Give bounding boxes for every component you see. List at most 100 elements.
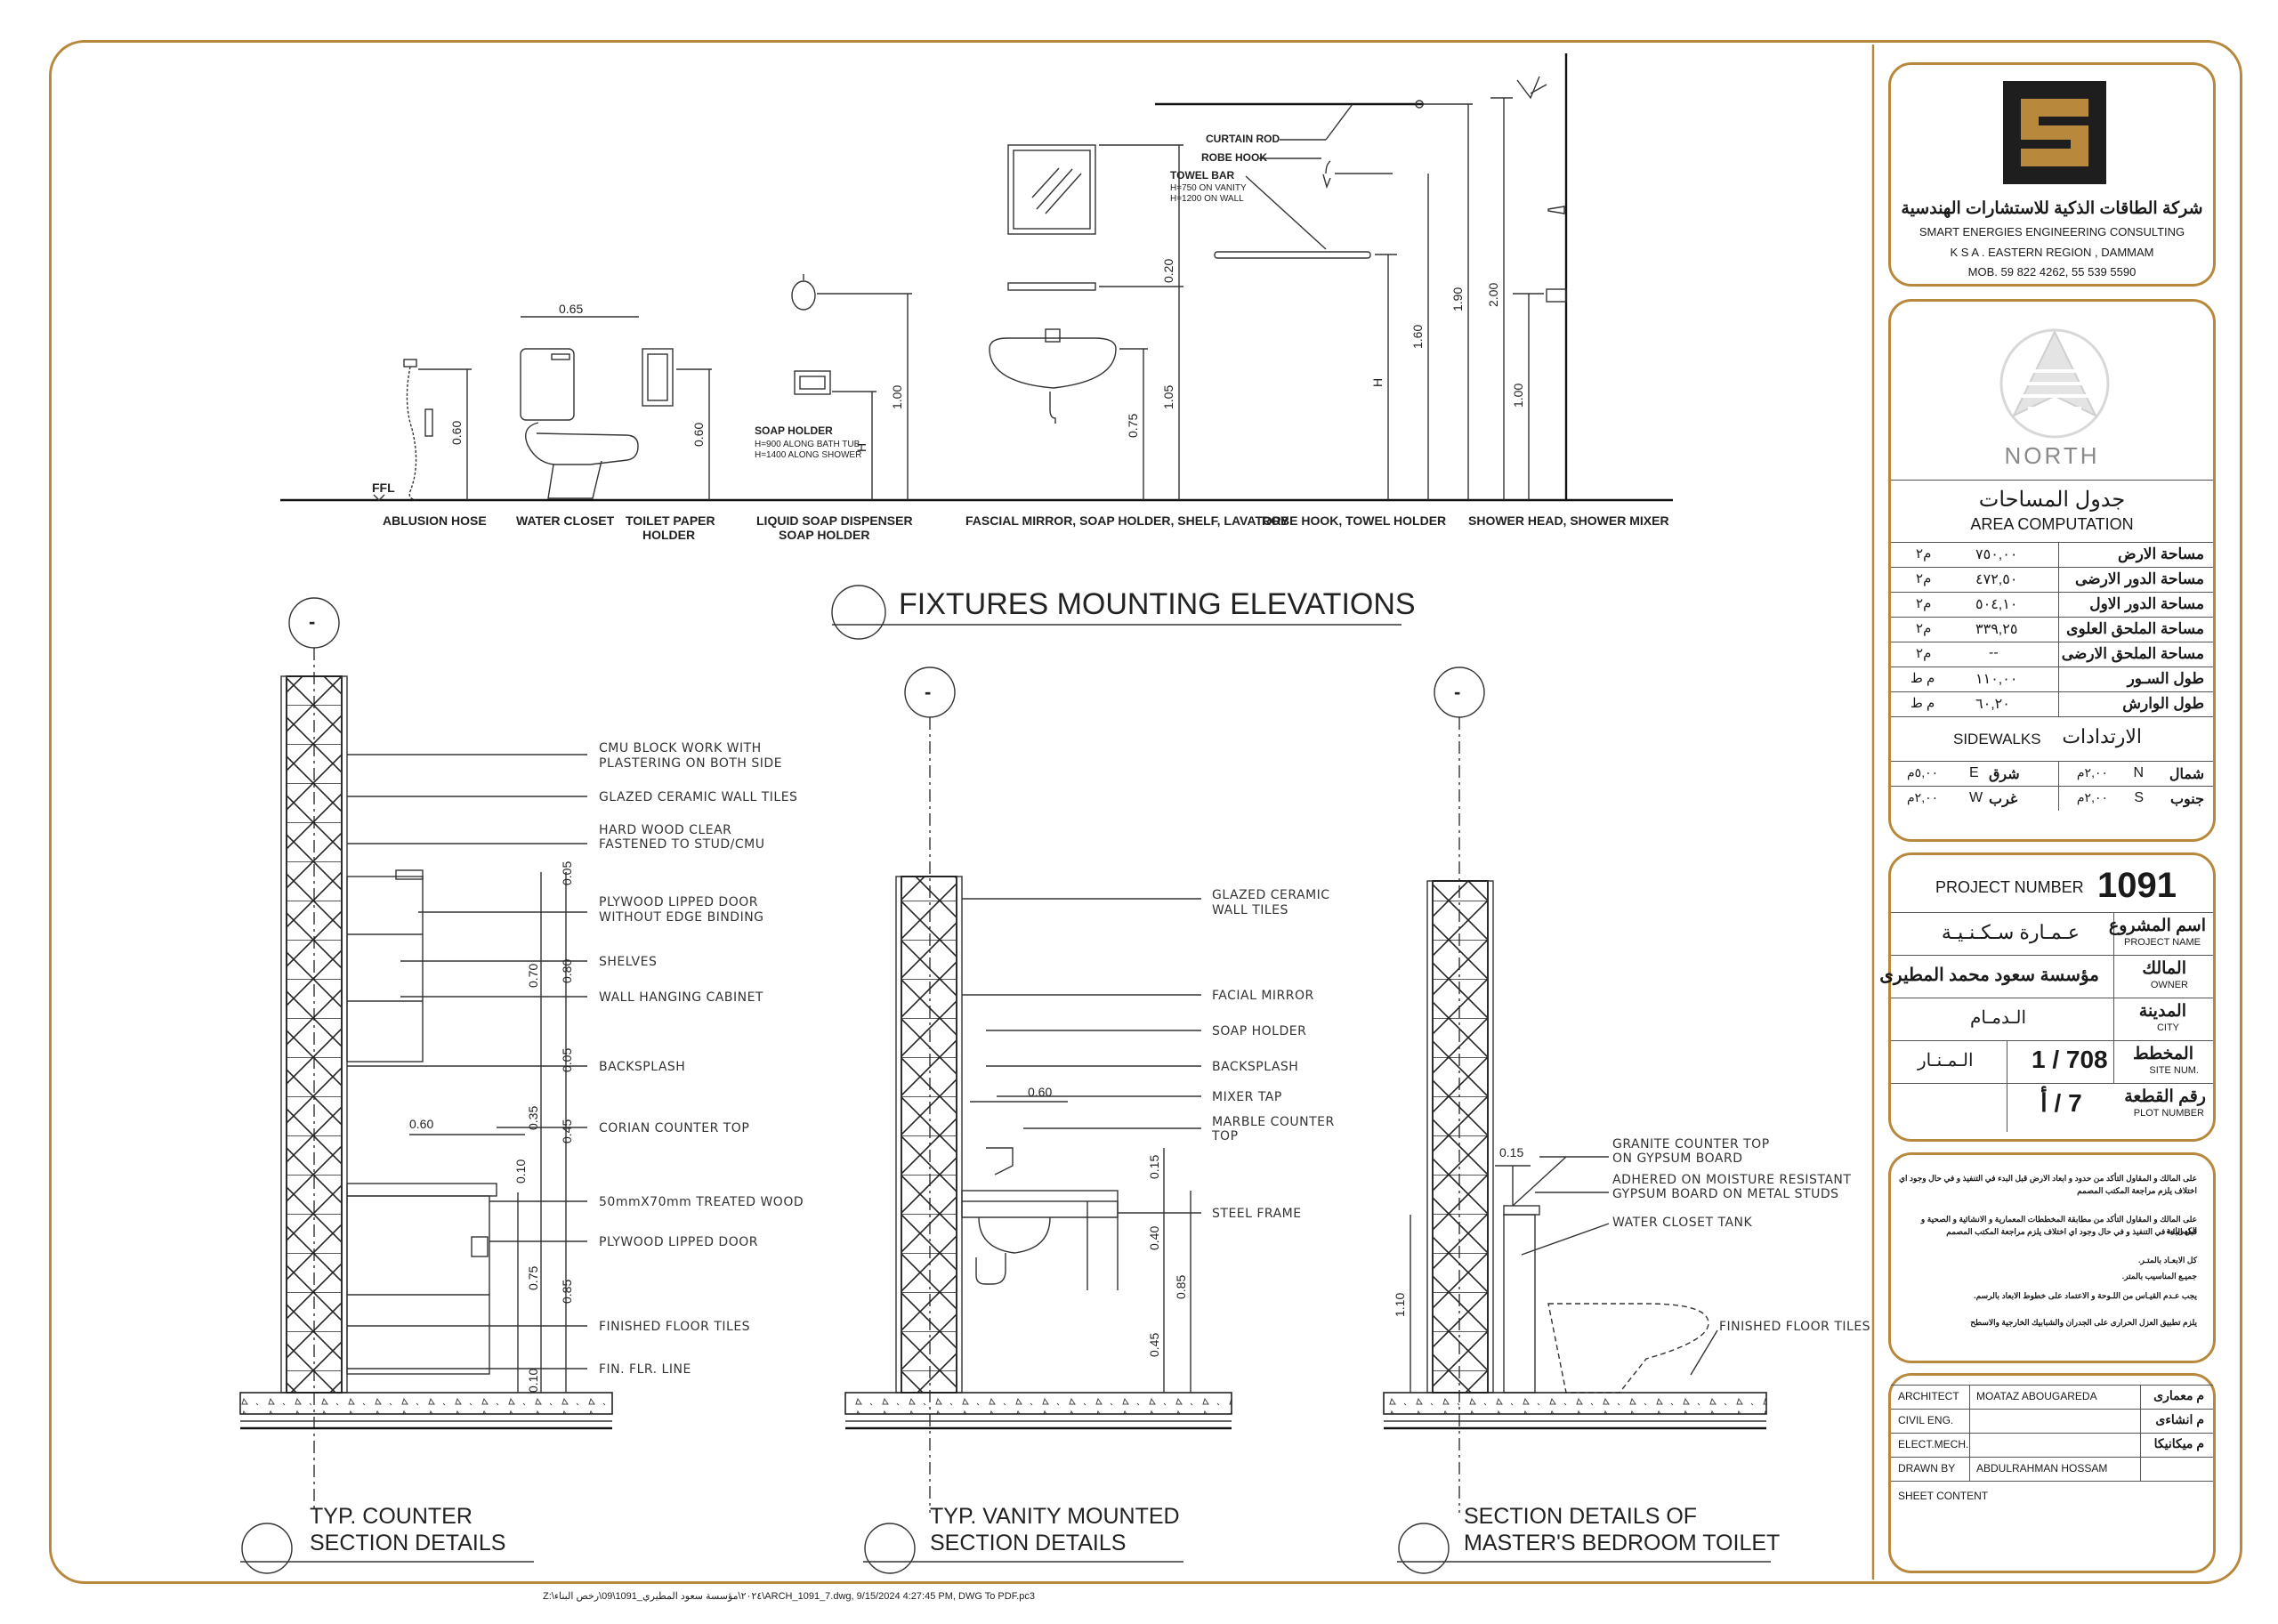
sidewalks-table: شمال N ٢,٠٠م شرق E ٥,٠٠م جنوب S ٢,٠٠م غر… [1891, 761, 2213, 811]
label-shower: SHOWER HEAD, SHOWER MIXER [1468, 513, 1669, 528]
soap-dispenser-icon [791, 280, 816, 311]
staff-row: ARCHITECT MOATAZ ABOUGAREDA م معمارى [1898, 1388, 2204, 1402]
project-number: 1091 [2097, 866, 2177, 905]
svg-text:PLYWOOD LIPPED DOOR: PLYWOOD LIPPED DOOR [599, 895, 758, 909]
svg-text:0.75: 0.75 [526, 1266, 540, 1290]
label-ablusion-hose: ABLUSION HOSE [383, 513, 487, 528]
plot-en: PLOT NUMBER [2133, 1108, 2204, 1119]
svg-text:0.85: 0.85 [560, 1280, 574, 1304]
note-4: جميـع المناسيب بالمتر. [2121, 1272, 2197, 1281]
counter-dimensions: 0.05 0.70 0.80 0.05 0.35 0.45 0.10 0.75 … [409, 861, 574, 1393]
dim-lav: 0.75 [1126, 414, 1140, 438]
dim-tp: 0.60 [691, 423, 706, 447]
mirror-icon [1007, 144, 1096, 235]
svg-text:PLYWOOD LIPPED DOOR: PLYWOOD LIPPED DOOR [599, 1235, 758, 1249]
project-name-en: PROJECT NAME [2124, 937, 2201, 948]
label-toilet-paper-1: TOILET PAPER [626, 513, 715, 528]
master-labels: GRANITE COUNTER TOP ON GYPSUM BOARD ADHE… [1512, 1137, 1870, 1376]
svg-text:1.10: 1.10 [1393, 1293, 1407, 1317]
svg-text:GRANITE COUNTER TOP: GRANITE COUNTER TOP [1612, 1137, 1770, 1151]
label-curtain-rod: CURTAIN ROD [1206, 133, 1280, 145]
label-soap-holder: SOAP HOLDER [755, 424, 833, 437]
staff-row: DRAWN BY ABDULRAHMAN HOSSAM [1898, 1462, 2108, 1475]
svg-text:0.10: 0.10 [513, 1159, 528, 1184]
counter-title: TYP. COUNTER SECTION DETAILS [240, 1504, 534, 1574]
svg-text:STEEL FRAME: STEEL FRAME [1212, 1207, 1302, 1221]
city-ar: المدينة [2138, 1002, 2186, 1021]
company-panel: شركة الطاقات الذكية للاستشارات الهندسية … [1888, 62, 2216, 287]
svg-text:WALL TILES: WALL TILES [1212, 903, 1288, 917]
company-mobile: MOB. 59 822 4262, 55 539 5590 [1967, 265, 2137, 279]
dim-soap-h: H [854, 443, 868, 452]
area-title-en: AREA COMPUTATION [1970, 515, 2134, 533]
north-arrow-icon [1999, 328, 2110, 439]
site-ar: المخطط [2133, 1045, 2193, 1063]
svg-text:SOAP HOLDER: SOAP HOLDER [1212, 1024, 1306, 1038]
vanity-title: TYP. VANITY MOUNTED SECTION DETAILS [863, 1504, 1183, 1574]
label-towel-bar-h2: H=1200 ON WALL [1170, 194, 1244, 204]
master-section: - [1383, 667, 1767, 1513]
section-marker-1: - [309, 610, 315, 633]
sidewalks-en: SIDEWALKS [1953, 731, 2041, 747]
area-panel: NORTH جدول المساحات AREA COMPUTATION مسا… [1888, 299, 2216, 842]
plot-value: 7 / أ [2040, 1089, 2082, 1117]
svg-text:CMU BLOCK WORK WITH: CMU BLOCK WORK WITH [599, 741, 762, 755]
svg-text:SECTION DETAILS OF: SECTION DETAILS OF [1464, 1504, 1697, 1529]
master-title: SECTION DETAILS OF MASTER'S BEDROOM TOIL… [1397, 1504, 1780, 1574]
area-row: مساحة الملحق العلوى ٣٣٩,٢٥ م٢ [1916, 620, 2204, 637]
svg-text:FINISHED FLOOR TILES: FINISHED FLOOR TILES [1719, 1320, 1870, 1334]
counter-labels: CMU BLOCK WORK WITH PLASTERING ON BOTH S… [347, 741, 804, 1377]
svg-text:PLASTERING ON BOTH SIDE: PLASTERING ON BOTH SIDE [599, 756, 782, 771]
svg-text:WATER CLOSET TANK: WATER CLOSET TANK [1612, 1216, 1752, 1230]
water-closet-icon [520, 348, 639, 499]
svg-text:TOP: TOP [1211, 1129, 1239, 1143]
project-number-label: PROJECT NUMBER [1935, 878, 2084, 896]
label-soap-holder-h2: H=1400 ALONG SHOWER [755, 450, 861, 460]
project-name-ar: اسم المشروع [2108, 917, 2206, 935]
vanity-dimensions: 0.60 0.15 0.40 0.85 0.45 [1028, 1085, 1188, 1357]
note-3: كل الابعـاد بالمتـر. [2138, 1256, 2197, 1264]
label-liquid-soap-2: SOAP HOLDER [779, 528, 869, 542]
svg-text:GLAZED CERAMIC WALL TILES: GLAZED CERAMIC WALL TILES [599, 790, 797, 804]
svg-text:TYP. COUNTER: TYP. COUNTER [310, 1504, 473, 1529]
north-label: NORTH [2004, 442, 2100, 469]
vanity-section: - [844, 667, 1232, 1513]
svg-text:0.05: 0.05 [560, 861, 574, 885]
area-row: طول الوارش ٦٠,٢٠ م ط [1910, 695, 2204, 712]
dim-shower-head: 2.00 [1486, 283, 1500, 307]
sidewalk-row: جنوب S ٢,٠٠م غرب W ٢,٠٠م [1907, 790, 2204, 807]
svg-text:ON GYPSUM BOARD: ON GYPSUM BOARD [1612, 1151, 1742, 1166]
svg-text:FACIAL MIRROR: FACIAL MIRROR [1212, 989, 1314, 1003]
sheet-content-label: SHEET CONTENT [1898, 1490, 1989, 1502]
dim-mixer: 1.00 [1511, 384, 1525, 408]
note-1a: على المالك و المقاول التأكد من حدود و اب… [1899, 1174, 2197, 1183]
lavatory-icon [989, 337, 1117, 389]
site-en: SITE NUM. [2149, 1065, 2199, 1076]
staff-row: ELECT.MECH. م ميكانيكا [1898, 1436, 2204, 1450]
area-title-ar: جدول المساحات [1978, 488, 2126, 512]
robe-hook-icon [1322, 174, 1331, 190]
shower-mixer-icon [1546, 288, 1567, 303]
dim-wc-width: 0.65 [559, 302, 583, 316]
svg-text:0.35: 0.35 [526, 1106, 540, 1130]
svg-text:0.85: 0.85 [1174, 1275, 1188, 1299]
label-towel-bar-h1: H=750 ON VANITY [1170, 183, 1247, 193]
ffl-label: FFL [372, 481, 395, 495]
fixtures-elevation: FFL 0.60 ABLUSION HOSE 0.65 WATER CLOSET… [280, 53, 1673, 640]
company-name-ar: شركة الطاقات الذكية للاستشارات الهندسية [1901, 199, 2203, 218]
note-6: يلزم تطبيق العزل الحرارى على الجدران وال… [1970, 1318, 2197, 1327]
staff-row: CIVIL ENG. م انشاءى [1898, 1412, 2204, 1426]
svg-text:0.15: 0.15 [1147, 1155, 1161, 1179]
project-panel: PROJECT NUMBER 1091 اسم المشروع PROJECT … [1879, 852, 2216, 1142]
sidewalk-row: شمال N ٢,٠٠م شرق E ٥,٠٠م [1907, 765, 2204, 782]
svg-text:WITHOUT EDGE BINDING: WITHOUT EDGE BINDING [599, 910, 764, 925]
label-liquid-soap-1: LIQUID SOAP DISPENSER [756, 513, 913, 528]
area-row: مساحة الارض ٧٥٠,٠٠ م٢ [1916, 545, 2204, 562]
svg-text:FASTENED TO STUD/CMU: FASTENED TO STUD/CMU [599, 837, 764, 852]
svg-text:MASTER'S BEDROOM TOILET: MASTER'S BEDROOM TOILET [1464, 1531, 1780, 1555]
sheet-border [49, 40, 2242, 1584]
section-marker-3: - [1454, 681, 1460, 703]
svg-text:0.70: 0.70 [526, 964, 540, 988]
label-water-closet: WATER CLOSET [516, 513, 615, 528]
city-en: CITY [2156, 1022, 2179, 1033]
